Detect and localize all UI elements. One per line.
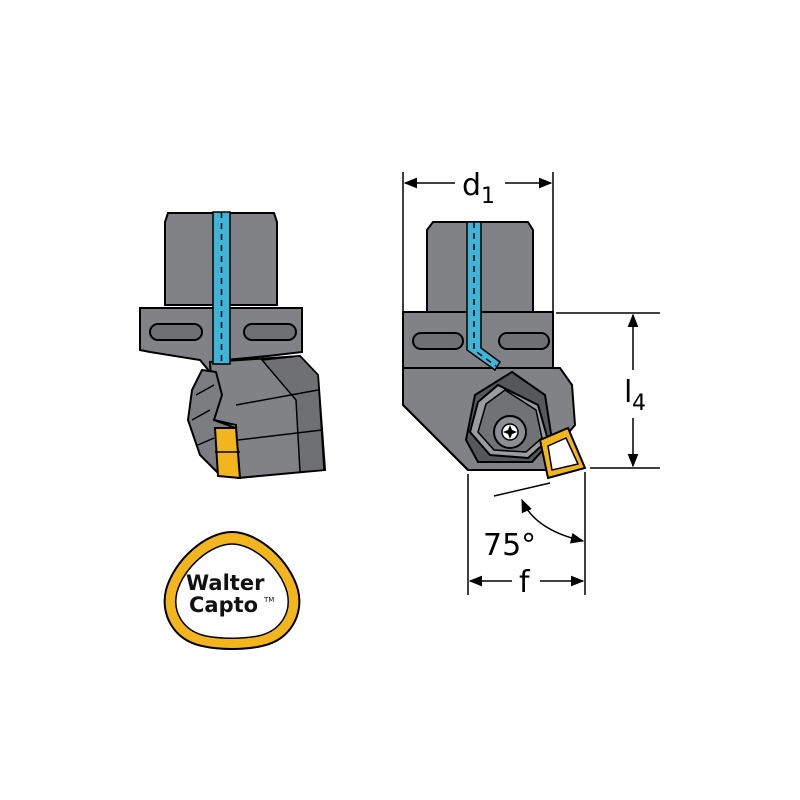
holder-side-view	[139, 211, 327, 480]
label-l4: l	[624, 375, 632, 410]
side-flange-slot-left	[149, 323, 203, 341]
top-flange-slot-right	[498, 332, 550, 350]
label-l4-subscript: 4	[632, 391, 646, 416]
top-flange-slot-left	[412, 332, 464, 350]
holder-top-view	[402, 221, 587, 480]
logo-inner-field	[175, 543, 289, 639]
dimension-lines	[402, 172, 660, 595]
logo-text-walter: Walter	[186, 571, 265, 595]
side-flange-slot-right	[243, 323, 297, 341]
walter-capto-logo: Walter Capto TM	[163, 530, 301, 650]
logo-text-capto: Capto	[189, 593, 258, 617]
label-d1: d	[462, 168, 481, 203]
side-insert	[213, 427, 242, 480]
label-angle: 75°	[483, 528, 536, 563]
logo-trademark: TM	[263, 596, 274, 604]
label-f: f	[519, 565, 531, 600]
label-d1-subscript: 1	[481, 184, 495, 209]
dimension-labels: d 1 l 4 75° f	[462, 168, 646, 600]
top-coolant-channel	[466, 221, 502, 372]
side-head-shade	[260, 355, 325, 473]
